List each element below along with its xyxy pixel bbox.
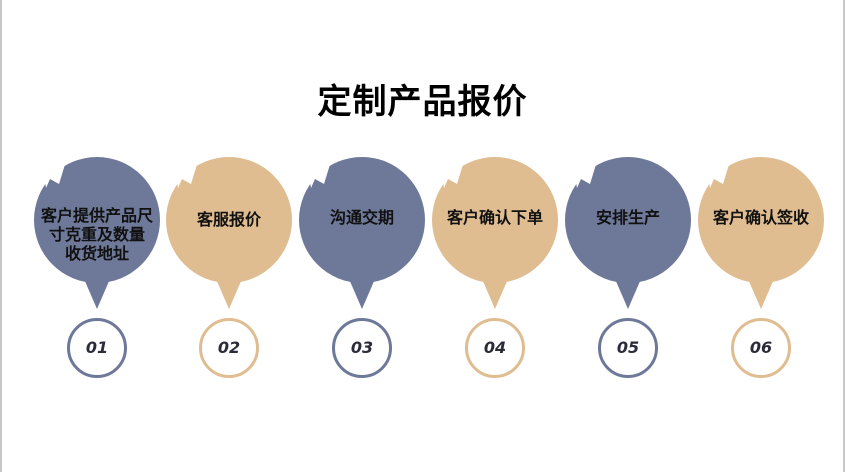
step-03-pin-shape bbox=[299, 157, 425, 309]
step-04-number: 04 bbox=[483, 338, 507, 357]
step-04-label: 客户确认下单 bbox=[446, 208, 543, 227]
step-03-pin: 沟通交期 bbox=[297, 157, 427, 313]
step-06-number: 06 bbox=[749, 338, 773, 357]
step-01: 客户提供产品尺寸克重及数量 收货地址 01 bbox=[32, 0, 162, 472]
step-01-pin-shape bbox=[34, 157, 160, 309]
step-04-number-ring: 04 bbox=[465, 318, 525, 378]
step-01-label: 客户提供产品尺寸克重及数量 收货地址 bbox=[40, 206, 153, 263]
step-01-pin: 客户提供产品尺寸克重及数量 收货地址 bbox=[32, 157, 162, 313]
step-06-label: 客户确认签收 bbox=[712, 208, 809, 227]
step-02-number-ring: 02 bbox=[199, 318, 259, 378]
paper-plane-icon bbox=[165, 158, 199, 188]
step-02-pin: 客服报价 bbox=[164, 157, 294, 313]
step-04-pin: 客户确认下单 bbox=[430, 157, 560, 313]
paper-plane-icon bbox=[431, 158, 465, 188]
step-03: 沟通交期 03 bbox=[297, 0, 427, 472]
step-02-label: 客服报价 bbox=[196, 210, 261, 229]
step-06: 客户确认签收 06 bbox=[696, 0, 826, 472]
step-03-label: 沟通交期 bbox=[329, 208, 394, 227]
paper-plane-icon bbox=[33, 158, 67, 188]
paper-plane-icon bbox=[564, 158, 598, 188]
step-05-pin-shape bbox=[565, 157, 691, 309]
right-frame-border bbox=[843, 0, 845, 472]
step-02-number: 02 bbox=[217, 338, 241, 357]
step-01-number: 01 bbox=[85, 338, 109, 357]
paper-plane-icon bbox=[697, 158, 731, 188]
step-01-number-ring: 01 bbox=[67, 318, 127, 378]
step-03-number-ring: 03 bbox=[332, 318, 392, 378]
step-06-number-ring: 06 bbox=[731, 318, 791, 378]
page-title: 定制产品报价 bbox=[317, 82, 528, 122]
step-05-label: 安排生产 bbox=[595, 208, 660, 227]
step-05-number-ring: 05 bbox=[598, 318, 658, 378]
step-05-pin: 安排生产 bbox=[563, 157, 693, 313]
step-05: 安排生产 05 bbox=[563, 0, 693, 472]
step-06-pin-shape bbox=[698, 157, 824, 309]
step-04-pin-shape bbox=[432, 157, 558, 309]
step-03-number: 03 bbox=[350, 338, 374, 357]
step-04: 客户确认下单 04 bbox=[430, 0, 560, 472]
step-06-pin: 客户确认签收 bbox=[696, 157, 826, 313]
step-02: 客服报价 02 bbox=[164, 0, 294, 472]
step-02-pin-shape bbox=[166, 157, 292, 309]
left-frame-border bbox=[0, 0, 2, 472]
paper-plane-icon bbox=[298, 158, 332, 188]
step-05-number: 05 bbox=[616, 338, 640, 357]
